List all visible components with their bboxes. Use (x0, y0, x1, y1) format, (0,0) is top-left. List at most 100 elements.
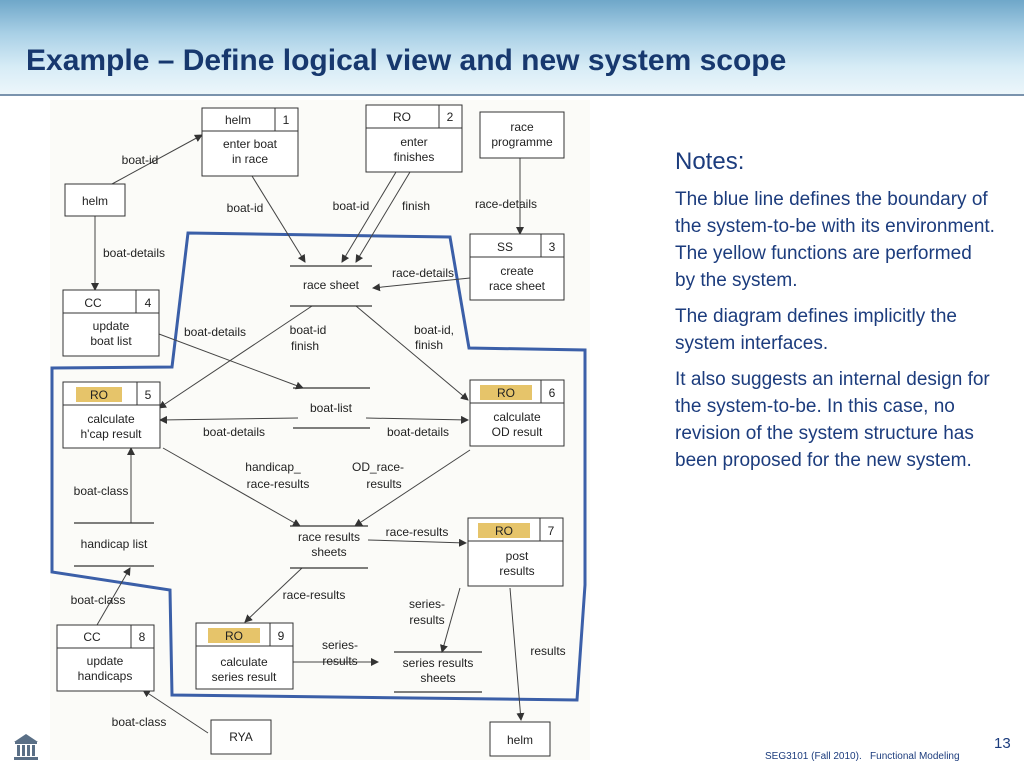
process-label: calculate (87, 412, 135, 426)
store-boat-list: boat-list (293, 387, 370, 429)
flow-label: finish (415, 338, 443, 352)
banner-divider (0, 94, 1024, 96)
flow-label: boat-id (290, 323, 327, 337)
process-label: handicaps (78, 669, 133, 683)
flow-line (372, 277, 471, 292)
store-race-results-sheets: race results sheets (290, 525, 368, 569)
store-label: series results (403, 656, 474, 670)
external-rya: RYA (210, 719, 272, 755)
system-function-tag (480, 385, 532, 400)
flow-label: race-details (475, 197, 537, 211)
flow-label: boat-id (227, 201, 264, 215)
flow-label: race-results (283, 588, 346, 602)
flow-line (355, 171, 411, 263)
flow-lines (91, 134, 525, 734)
entity-label: RYA (229, 730, 253, 744)
flow-line (134, 324, 304, 390)
process-number: 1 (283, 113, 290, 127)
flow-label: results (366, 477, 401, 491)
store-label: race sheet (303, 278, 360, 292)
system-function-tag (478, 523, 530, 538)
flow-label: boat-id, (414, 323, 454, 337)
process-number: 9 (278, 629, 285, 643)
external-race-programme: race programme (479, 111, 565, 159)
notes-panel: Notes: The blue line defines the boundar… (675, 148, 995, 483)
notes-paragraph: It also suggests an internal design for … (675, 369, 990, 471)
flow-label: boat-class (112, 715, 167, 729)
flow-line (244, 567, 303, 623)
title-banner (0, 0, 1024, 96)
flow-label: results (409, 613, 444, 627)
process-label: race sheet (489, 279, 546, 293)
notes-paragraph: The blue line defines the boundary of th… (675, 189, 995, 291)
process-2: RO 2 enter finishes (365, 104, 463, 173)
flow-line (355, 305, 469, 401)
process-number: 6 (549, 386, 556, 400)
process-label: create (500, 264, 534, 278)
flow-line (367, 538, 467, 547)
store-series-results-sheets: series results sheets (394, 651, 482, 693)
process-label: series result (212, 670, 277, 684)
system-function-tag (208, 628, 260, 643)
process-actor: helm (225, 113, 251, 127)
flow-line (365, 415, 469, 424)
process-4: CC 4 update boat list (62, 289, 160, 357)
flow-label: finish (291, 339, 319, 353)
footer-course-label: SEG3101 (Fall 2010). Functional Modeling (765, 751, 960, 762)
flow-label: boat-details (103, 246, 165, 260)
entity-label: helm (82, 194, 108, 208)
external-helm-top: helm (64, 183, 126, 217)
entity-label: programme (491, 135, 553, 149)
process-actor: RO (497, 386, 515, 400)
flow-label: race-details (392, 266, 454, 280)
process-6: RO 6 calculate OD result (469, 379, 565, 447)
process-8: CC 8 update handicaps (56, 624, 155, 692)
store-handicap-list: handicap list (74, 522, 154, 567)
process-label: post (506, 549, 529, 563)
flow-label: race-results (247, 477, 310, 491)
process-label: h'cap result (81, 427, 143, 441)
process-number: 4 (145, 296, 152, 310)
entity-label: helm (507, 733, 533, 747)
slide-title: Example – Define logical view and new sy… (26, 44, 787, 77)
process-9: RO 9 calculate series result (195, 622, 294, 690)
page-number: 13 (994, 735, 1011, 752)
notes-heading: Notes: (675, 148, 745, 175)
process-actor: CC (84, 296, 102, 310)
university-logo-icon (14, 734, 38, 760)
flow-line (159, 415, 299, 424)
process-label: enter (400, 135, 427, 149)
flow-line (162, 447, 301, 527)
flow-label: results (322, 654, 357, 668)
store-race-sheet: race sheet (290, 265, 372, 307)
flow-line (96, 567, 131, 626)
flow-label: results (530, 644, 565, 658)
process-number: 8 (139, 630, 146, 644)
process-label: in race (232, 152, 268, 166)
process-number: 3 (549, 240, 556, 254)
flow-label: OD_race- (352, 460, 404, 474)
flow-label: boat-class (71, 593, 126, 607)
flow-label: race-results (386, 525, 449, 539)
flow-line (111, 134, 203, 185)
flow-line (440, 587, 461, 653)
flow-line (509, 587, 525, 721)
flow-label: finish (402, 199, 430, 213)
process-label: update (87, 654, 124, 668)
flow-line (158, 305, 313, 409)
process-label: enter boat (223, 137, 278, 151)
process-label: boat list (90, 334, 132, 348)
store-label: sheets (311, 545, 346, 559)
process-number: 5 (145, 388, 152, 402)
process-actor: SS (497, 240, 513, 254)
process-actor: RO (90, 388, 108, 402)
process-label: OD result (492, 425, 543, 439)
flow-line (354, 449, 471, 527)
process-1: helm 1 enter boat in race (201, 107, 299, 177)
process-label: results (499, 564, 534, 578)
process-label: finishes (394, 150, 435, 164)
system-boundary (50, 231, 587, 702)
store-label: handicap list (81, 537, 148, 551)
process-actor: CC (83, 630, 101, 644)
